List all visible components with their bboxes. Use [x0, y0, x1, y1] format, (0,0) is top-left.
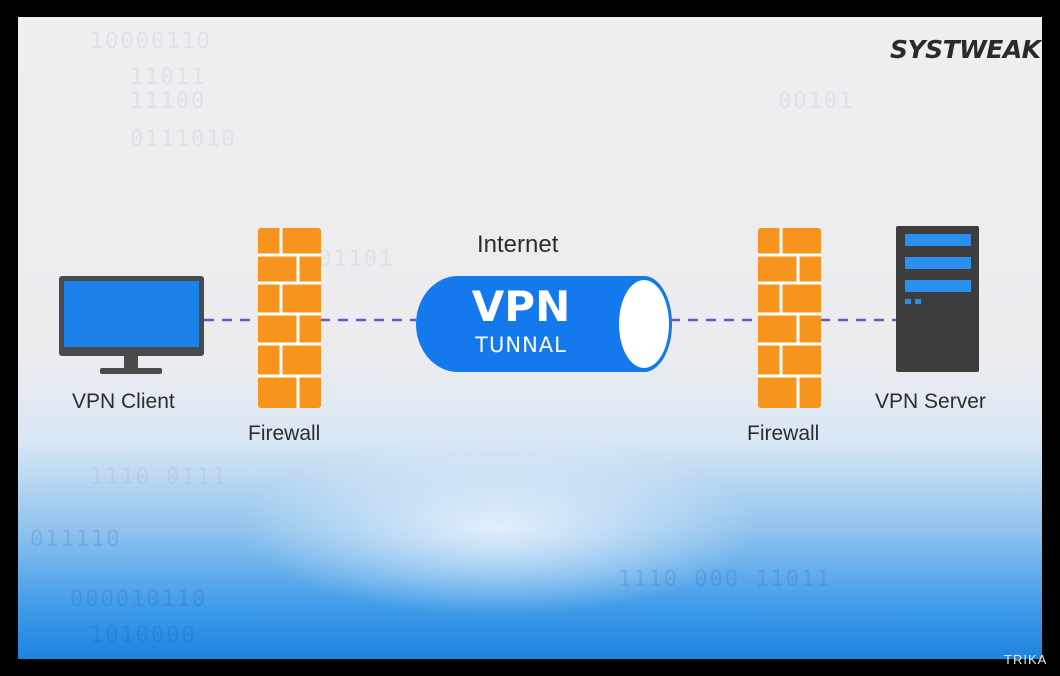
firewall-right-label: Firewall	[747, 422, 820, 445]
internet-label: Internet	[477, 231, 559, 258]
vpn-diagram	[59, 226, 979, 408]
server-icon	[896, 226, 979, 372]
binary-text: 00101	[778, 89, 855, 114]
binary-text: 000010110	[70, 587, 208, 612]
firewall-icon	[758, 228, 821, 408]
vpn-client-label: VPN Client	[72, 390, 175, 413]
tunnel-title: VPN	[471, 282, 571, 331]
binary-text: 1010000	[90, 623, 197, 648]
binary-text: 11011	[130, 65, 207, 90]
binary-text: 01101	[318, 247, 395, 272]
firewall-left-label: Firewall	[248, 422, 321, 445]
binary-text: 1110 000 11011	[618, 567, 832, 592]
vpn-server-label: VPN Server	[875, 390, 986, 413]
vpn-tunnel-icon	[416, 276, 672, 372]
systweak-logo: SYSTWEAK	[890, 35, 1041, 64]
tunnel-subtitle: TUNNAL	[475, 333, 567, 357]
binary-text: 1110 0111	[90, 465, 228, 490]
diagram-panel: 10000110 11011 11100 0111010 00101 01101…	[18, 17, 1042, 659]
background-glow	[238, 437, 758, 617]
binary-text: 011110	[30, 527, 122, 552]
watermark: TRIKA	[1004, 652, 1048, 667]
monitor-icon	[59, 276, 204, 374]
firewall-icon	[258, 228, 321, 408]
binary-text: 11100	[130, 89, 207, 114]
binary-text: 0111010	[130, 127, 237, 152]
binary-text: 10000110	[90, 29, 212, 54]
